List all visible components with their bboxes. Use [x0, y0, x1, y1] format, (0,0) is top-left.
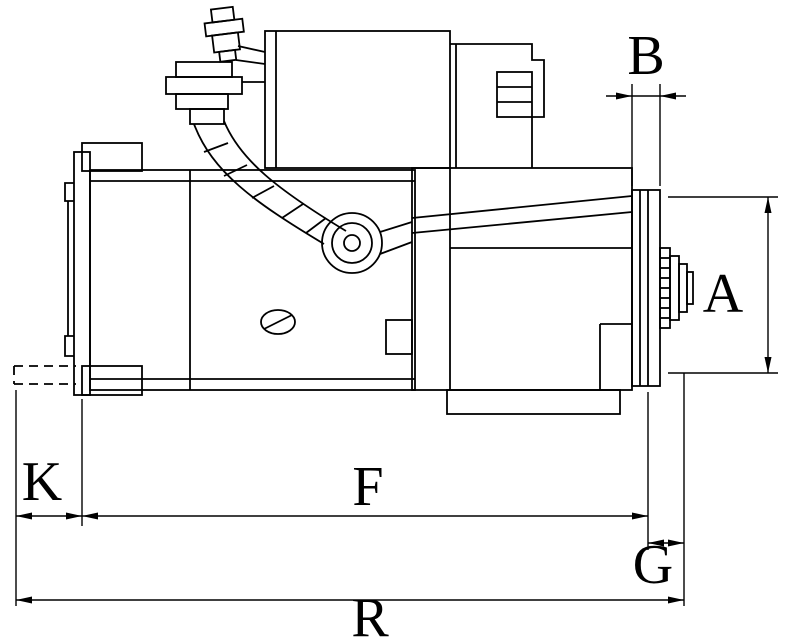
spline-shaft [659, 247, 694, 329]
dimension-b [606, 84, 686, 186]
dimension-a [668, 196, 778, 374]
dimension-label-g: G [633, 534, 673, 596]
screw-head [260, 309, 296, 335]
stud-bracket-line [237, 45, 266, 53]
dimension-label-r: R [351, 587, 389, 642]
stud-bracket-line [235, 59, 266, 65]
motor-body [89, 169, 416, 391]
dimension-k [15, 390, 83, 606]
dimension-g [648, 373, 685, 606]
cable [193, 120, 347, 245]
left-end-cap [64, 142, 143, 396]
terminal-stud [203, 5, 245, 63]
dimension-f [82, 392, 649, 550]
dimension-label-b: B [627, 25, 664, 87]
dimension-label-f: F [352, 456, 383, 518]
shaft-dashed-outline [13, 365, 76, 385]
solenoid [264, 30, 451, 169]
dimension-r [16, 596, 684, 604]
dimension-label-a: A [703, 263, 744, 325]
dimension-label-k: K [22, 451, 62, 513]
cable-boss [321, 212, 413, 274]
mount-block [450, 43, 545, 168]
starter-motor-drawing [13, 5, 694, 415]
battery-terminal [165, 61, 265, 125]
mounting-flange [631, 189, 661, 387]
drive-end-housing [411, 167, 633, 415]
dimension-annotations [15, 84, 778, 606]
